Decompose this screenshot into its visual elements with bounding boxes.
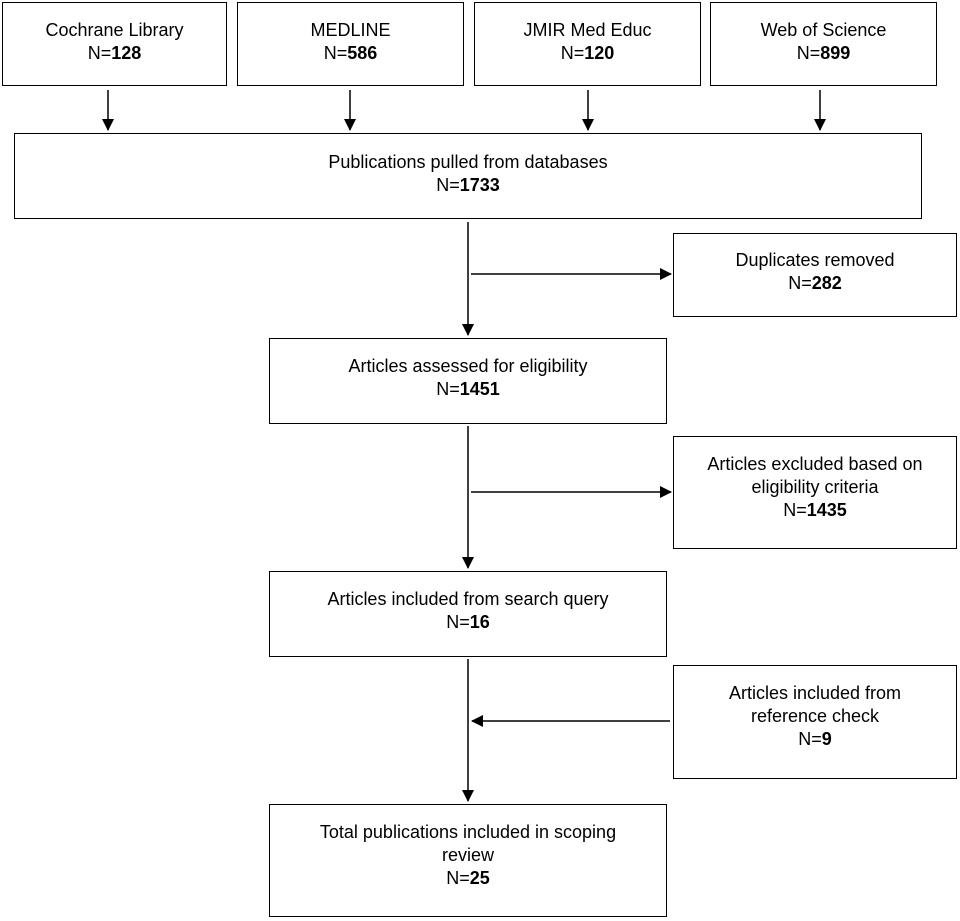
source-name: Web of Science — [760, 20, 887, 40]
source-count: N=586 — [323, 43, 378, 63]
source-name: Cochrane Library — [45, 20, 184, 40]
source-name: MEDLINE — [310, 20, 391, 40]
total-label-line2: review — [441, 845, 494, 865]
pulled-label: Publications pulled from databases — [328, 152, 608, 172]
included-search-label: Articles included from search query — [327, 589, 609, 609]
excluded-label-line2: eligibility criteria — [751, 477, 879, 497]
included-reference-box: Articles included from reference check N… — [673, 665, 957, 779]
assessed-label: Articles assessed for eligibility — [348, 356, 588, 376]
source-box-web-of-science: Web of Science N=899 — [710, 2, 937, 86]
included-reference-count: N=9 — [798, 729, 832, 749]
included-search-box: Articles included from search query N=16 — [269, 571, 667, 657]
included-reference-label-line1: Articles included from — [728, 683, 902, 703]
pulled-box: Publications pulled from databases N=173… — [14, 133, 922, 219]
included-search-count: N=16 — [446, 612, 490, 632]
pulled-count: N=1733 — [436, 175, 500, 195]
source-name: JMIR Med Educ — [523, 20, 652, 40]
assessed-count: N=1451 — [436, 379, 500, 399]
excluded-label-line1: Articles excluded based on — [707, 454, 923, 474]
source-count: N=120 — [560, 43, 615, 63]
total-box: Total publications included in scoping r… — [269, 804, 667, 917]
included-reference-label-line2: reference check — [750, 706, 880, 726]
source-count: N=899 — [796, 43, 851, 63]
source-box-jmir: JMIR Med Educ N=120 — [474, 2, 701, 86]
duplicates-count: N=282 — [788, 273, 842, 293]
total-count: N=25 — [446, 868, 490, 888]
excluded-box: Articles excluded based on eligibility c… — [673, 436, 957, 549]
duplicates-box: Duplicates removed N=282 — [673, 233, 957, 317]
total-label-line1: Total publications included in scoping — [319, 822, 617, 842]
duplicates-label: Duplicates removed — [735, 250, 895, 270]
source-box-cochrane: Cochrane Library N=128 — [2, 2, 227, 86]
source-box-medline: MEDLINE N=586 — [237, 2, 464, 86]
source-count: N=128 — [87, 43, 142, 63]
assessed-box: Articles assessed for eligibility N=1451 — [269, 338, 667, 424]
excluded-count: N=1435 — [783, 500, 847, 520]
